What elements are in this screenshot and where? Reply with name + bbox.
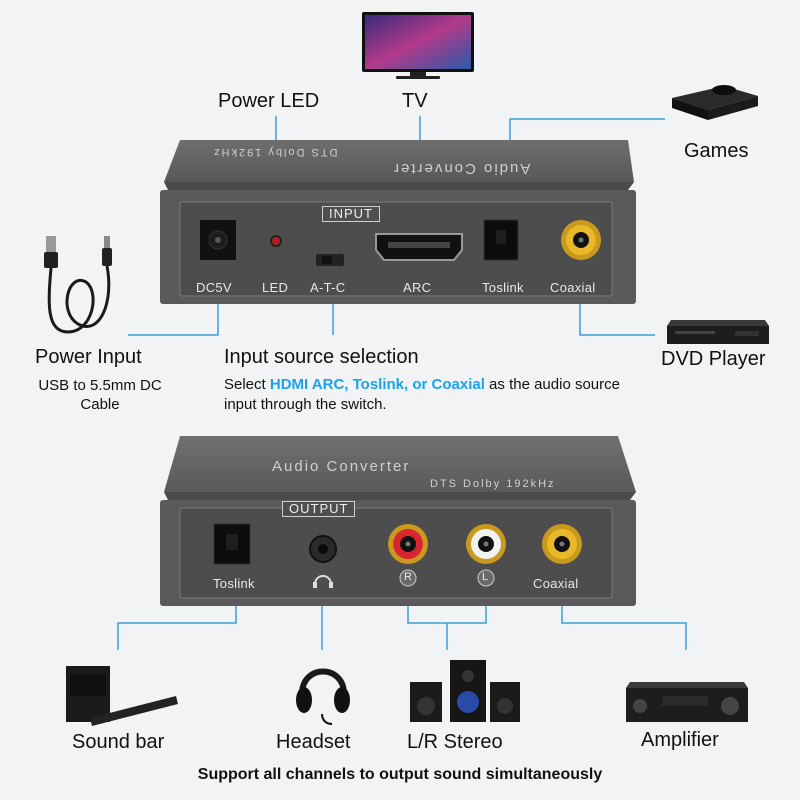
port-coaxial-label: Coaxial <box>550 280 596 295</box>
power-input-title: Power Input <box>35 346 142 368</box>
port-arc-label: ARC <box>403 280 432 295</box>
input-selection-desc-2: input through the switch. <box>224 396 387 413</box>
dvd-player-icon <box>667 320 769 344</box>
dvd-player-label: DVD Player <box>661 348 766 370</box>
amplifier-icon <box>626 682 748 722</box>
power-led-label: Power LED <box>218 90 320 112</box>
out-port-coaxial-label: Coaxial <box>533 576 579 591</box>
out-port-r-label: R <box>404 571 413 583</box>
tv-icon <box>362 12 474 79</box>
top-engrave-title: Audio Converter <box>392 160 531 177</box>
desc-pre-text: Select <box>224 376 270 393</box>
desc-highlight-text: HDMI ARC, Toslink, or Coaxial <box>269 376 485 393</box>
port-toslink-label: Toslink <box>482 280 524 295</box>
footer-caption: Support all channels to output sound sim… <box>197 766 603 783</box>
stereo-speakers-icon <box>410 660 520 722</box>
soundbar-icon <box>66 666 178 726</box>
bottom-engrave-title: Audio Converter <box>272 458 411 475</box>
input-selection-desc: Select HDMI ARC, Toslink, or Coaxial as … <box>224 376 620 393</box>
bottom-engrave-sub: DTS Dolby 192kHz <box>430 478 556 490</box>
port-dc5v-label: DC5V <box>196 280 232 295</box>
port-led-label: LED <box>262 280 289 295</box>
input-converter-box <box>160 140 636 304</box>
output-converter-box <box>160 436 636 606</box>
soundbar-label: Sound bar <box>72 731 165 753</box>
headset-icon <box>296 668 350 725</box>
input-panel-title: INPUT <box>322 206 380 222</box>
input-selection-title: Input source selection <box>224 346 419 368</box>
tv-label: TV <box>402 90 428 112</box>
desc-post-text: as the audio source <box>484 376 620 393</box>
top-engrave-sub: DTS Dolby 192kHz <box>212 146 338 158</box>
out-port-toslink-label: Toslink <box>213 576 255 591</box>
game-console-icon <box>672 85 758 120</box>
headset-label: Headset <box>276 731 351 753</box>
games-label: Games <box>684 140 749 162</box>
usb-cable-icon <box>44 236 112 334</box>
power-input-desc-2: Cable <box>80 396 120 413</box>
stereo-label: L/R Stereo <box>407 731 503 753</box>
port-atc-label: A-T-C <box>310 280 346 295</box>
out-port-l-label: L <box>482 571 489 583</box>
amplifier-label: Amplifier <box>641 729 719 751</box>
output-panel-title: OUTPUT <box>282 501 356 517</box>
power-input-desc-1: USB to 5.5mm DC <box>38 377 162 394</box>
